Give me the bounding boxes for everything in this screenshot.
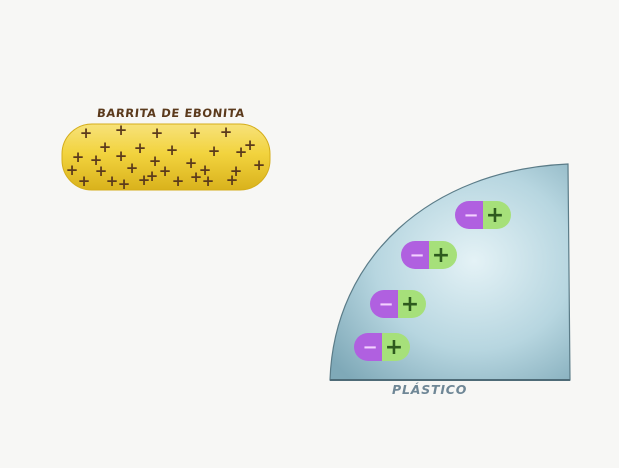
positive-charge-sign: + [80, 124, 93, 142]
positive-charge-sign: + [253, 156, 266, 174]
positive-charge-sign: + [151, 124, 164, 142]
positive-charge-sign: + [72, 148, 85, 166]
positive-charge-sign: + [126, 159, 139, 177]
ebonite-rod: ++++++++++++++++++++++++++++++++ [61, 121, 271, 193]
rod-charges: ++++++++++++++++++++++++++++++++ [66, 121, 266, 193]
dipole: −+ [370, 290, 426, 318]
dipole: −+ [455, 201, 511, 229]
dipole-negative-sign: − [409, 245, 424, 266]
plastic-label: PLÁSTICO [392, 382, 468, 397]
positive-charge-sign: + [66, 161, 79, 179]
positive-charge-sign: + [199, 161, 212, 179]
positive-charge-sign: + [166, 141, 179, 159]
dipole-positive-sign: + [486, 203, 504, 228]
positive-charge-sign: + [172, 172, 185, 190]
dipole-positive-end [382, 333, 410, 361]
dipole-negative-end [354, 333, 382, 361]
positive-charge-sign: + [78, 172, 91, 190]
dipole: −+ [354, 333, 410, 361]
positive-charge-sign: + [226, 171, 239, 189]
dipole-negative-end [455, 201, 483, 229]
positive-charge-sign: + [118, 175, 131, 193]
positive-charge-sign: + [149, 152, 162, 170]
positive-charge-sign: + [185, 154, 198, 172]
plastic-dipoles: −+−+−+−+ [354, 201, 511, 361]
positive-charge-sign: + [138, 171, 151, 189]
positive-charge-sign: + [159, 162, 172, 180]
positive-charge-sign: + [90, 151, 103, 169]
positive-charge-sign: + [115, 147, 128, 165]
positive-charge-sign: + [134, 139, 147, 157]
plastic-piece: −+−+−+−+ [329, 163, 571, 381]
positive-charge-sign: + [202, 172, 215, 190]
dipole-negative-end [370, 290, 398, 318]
dipole-positive-sign: + [401, 292, 419, 317]
dipole-negative-end [401, 241, 429, 269]
dipole-negative-sign: − [463, 205, 478, 226]
rod-body [61, 123, 271, 191]
dipole-negative-sign: − [378, 294, 393, 315]
dipole-positive-sign: + [432, 243, 450, 268]
dipole: −+ [401, 241, 457, 269]
rod-label: BARRITA DE EBONITA [96, 106, 246, 120]
positive-charge-sign: + [146, 167, 159, 185]
positive-charge-sign: + [235, 143, 248, 161]
dipole-positive-end [483, 201, 511, 229]
positive-charge-sign: + [115, 121, 128, 139]
positive-charge-sign: + [220, 123, 233, 141]
dipole-negative-sign: − [362, 337, 377, 358]
dipole-positive-end [398, 290, 426, 318]
positive-charge-sign: + [95, 162, 108, 180]
positive-charge-sign: + [230, 162, 243, 180]
positive-charge-sign: + [244, 136, 257, 154]
positive-charge-sign: + [99, 138, 112, 156]
positive-charge-sign: + [106, 172, 119, 190]
dipole-positive-end [429, 241, 457, 269]
positive-charge-sign: + [190, 168, 203, 186]
positive-charge-sign: + [208, 142, 221, 160]
dipole-positive-sign: + [385, 335, 403, 360]
positive-charge-sign: + [189, 124, 202, 142]
